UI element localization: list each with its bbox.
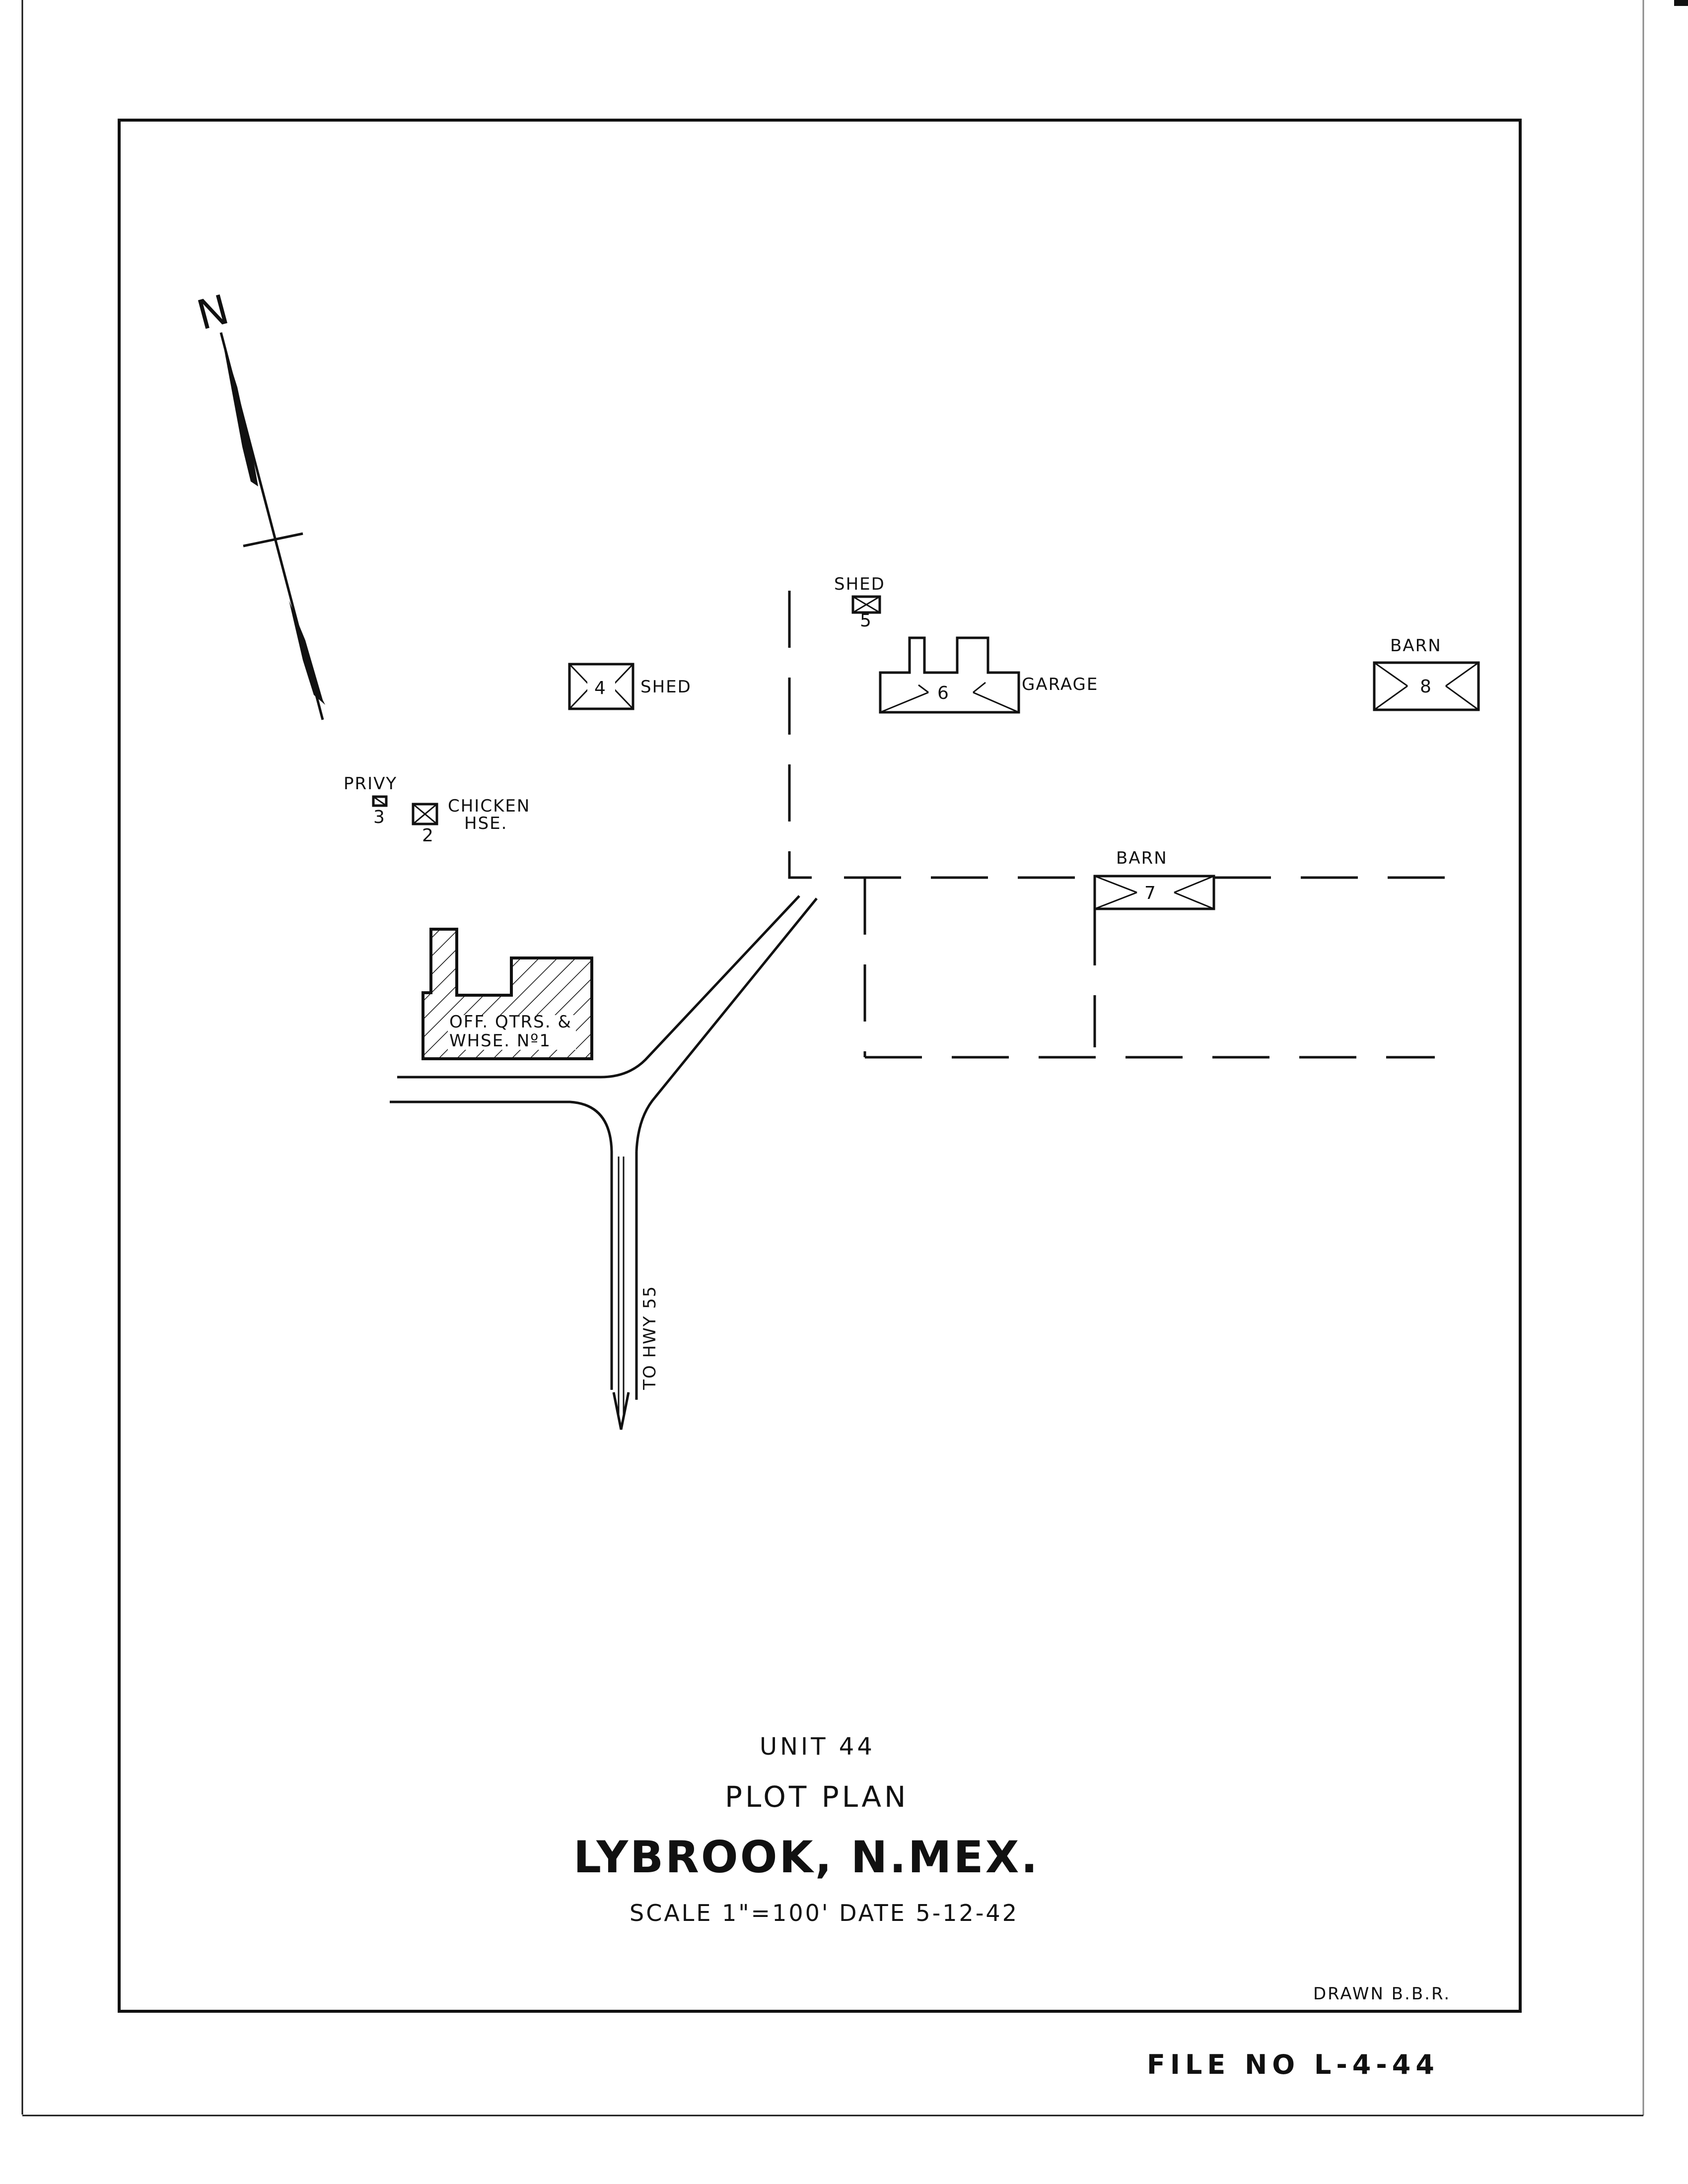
- building-8-number: 8: [1420, 677, 1431, 697]
- building-7-label: BARN: [1116, 848, 1168, 868]
- building-8-label: BARN: [1390, 636, 1442, 656]
- building-2-label-line2: HSE.: [464, 814, 507, 833]
- building-6-number: 6: [937, 683, 949, 703]
- building-5-label: SHED: [834, 574, 885, 594]
- title-block: UNIT 44 PLOT PLAN LYBROOK, N.MEX. SCALE …: [573, 1733, 1451, 2004]
- north-arrow-icon: N: [192, 286, 325, 720]
- building-6-label: GARAGE: [1022, 675, 1098, 694]
- building-3-privy: PRIVY 3: [344, 774, 397, 827]
- drawing-border: [118, 119, 1522, 2013]
- building-1-office-quarters-warehouse: OFF. QTRS. & WHSE. Nº1: [422, 928, 593, 1060]
- building-3-label: PRIVY: [344, 774, 397, 794]
- building-7-barn: 7 BARN: [1093, 848, 1215, 910]
- plan-title: PLOT PLAN: [725, 1780, 909, 1814]
- building-4-number: 4: [594, 678, 606, 698]
- place-title: LYBROOK, N.MEX.: [573, 1832, 1040, 1883]
- building-4-shed: 4 SHED: [568, 663, 692, 710]
- road-network: [390, 895, 818, 1430]
- scale-and-date: SCALE 1"=100' DATE 5-12-42: [630, 1900, 1019, 1926]
- building-2-label-line1: CHICKEN: [448, 796, 530, 816]
- building-1-label-line1: OFF. QTRS. &: [449, 1012, 572, 1032]
- building-2-chicken-house: 2 CHICKEN HSE.: [412, 796, 530, 846]
- north-label: N: [192, 286, 234, 340]
- unit-number: UNIT 44: [760, 1733, 875, 1761]
- corner-mark: [1674, 0, 1688, 6]
- property-lines: [788, 591, 1450, 1059]
- building-8-barn: 8 BARN: [1373, 636, 1480, 711]
- building-3-number: 3: [373, 807, 385, 827]
- building-5-shed: SHED 5: [834, 574, 885, 631]
- road-label: TO HWY 55: [640, 1286, 660, 1390]
- building-5-number: 5: [860, 611, 871, 631]
- file-number: FILE NO L-4-44: [1147, 2049, 1439, 2080]
- drawn-by: DRAWN B.B.R.: [1313, 1984, 1451, 2004]
- building-1-label-line2: WHSE. Nº1: [449, 1031, 551, 1051]
- building-2-number: 2: [422, 825, 433, 846]
- building-7-number: 7: [1144, 883, 1156, 903]
- building-4-label: SHED: [640, 677, 692, 697]
- building-6-garage: 6 GARAGE: [879, 636, 1098, 714]
